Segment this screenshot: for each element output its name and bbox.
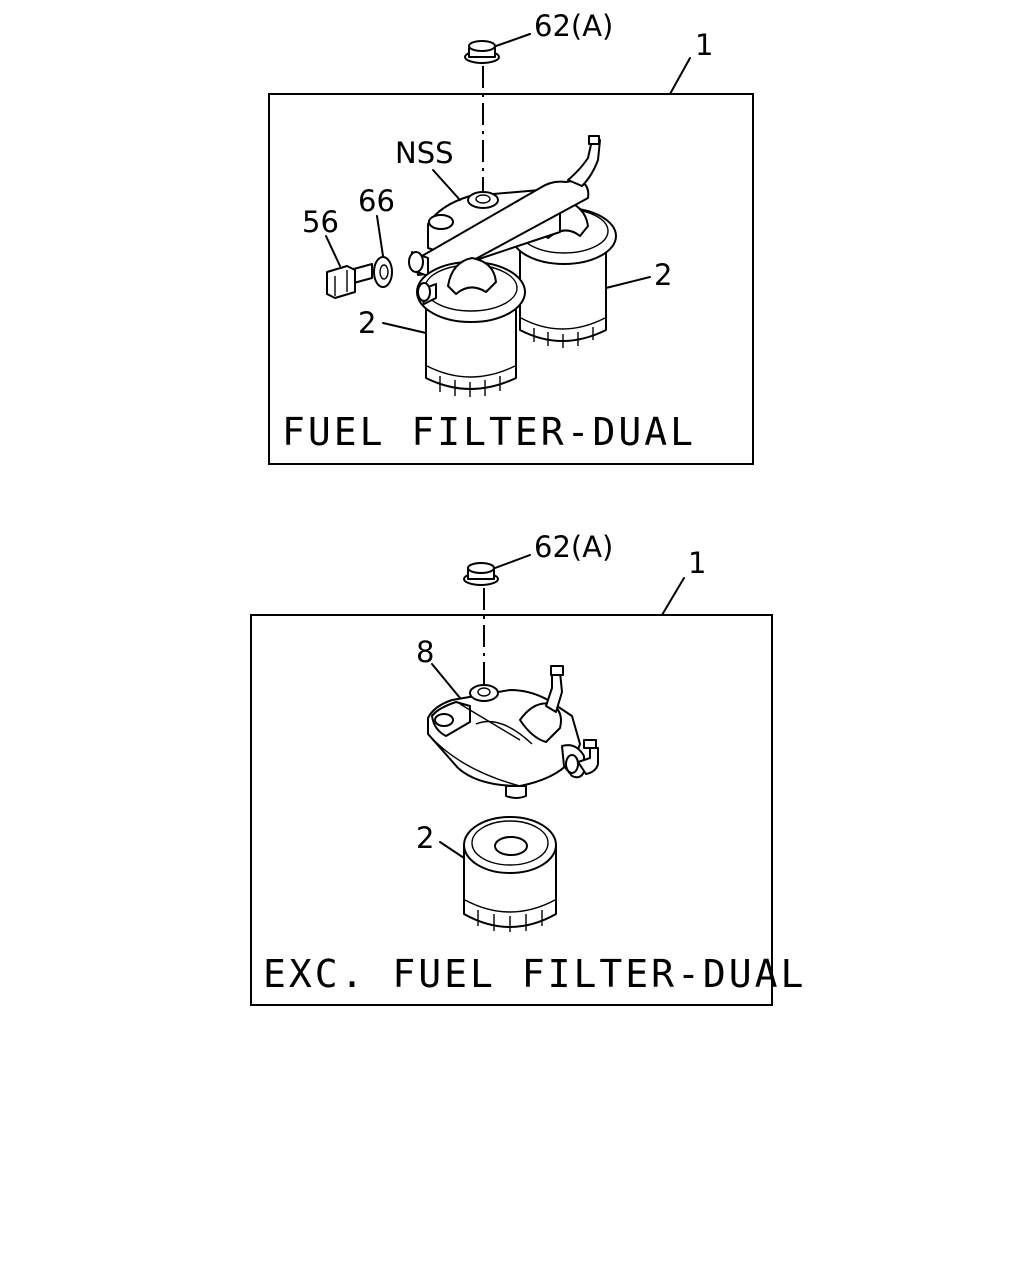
filter-head [427,665,599,799]
leader-nut [495,33,531,47]
callout-bolt: 56 [302,205,339,239]
filter-element [463,816,557,932]
flange-nut [464,40,500,64]
callout-nut: 62(A) [534,9,613,43]
panel-frame [250,614,773,1006]
panel-frame [268,93,754,465]
bolt [326,263,373,299]
callout-head: 8 [416,635,434,669]
panel-title: EXC. FUEL FILTER-DUAL [263,952,806,996]
leader-head [432,169,461,201]
callout-assembly: 1 [695,28,713,62]
callout-assembly: 1 [688,546,706,580]
panel-title: FUEL FILTER-DUAL [282,410,696,454]
panel-fuel-filter-dual: 1 62(A) 2 [268,9,754,465]
callout-head: NSS [395,136,454,170]
leader-element-right [605,276,651,289]
leader-element-left [382,322,427,334]
callout-element-left: 2 [358,306,376,340]
filter-head [408,135,601,277]
callout-element-right: 2 [654,258,672,292]
callout-element: 2 [416,821,434,855]
callout-nut: 62(A) [534,530,613,564]
callout-washer: 66 [358,184,395,218]
filter-element-left [416,257,526,397]
filter-element-right [511,199,617,348]
leader-nut [494,554,531,569]
panel-exc-fuel-filter-dual: 1 62(A) 8 [250,530,806,1006]
leader-head [431,663,461,699]
leader-bolt [325,235,341,267]
washer [373,256,393,288]
flange-nut [463,562,499,586]
leader-element [439,841,465,859]
leader-assembly [661,577,685,616]
leader-washer [376,215,384,257]
leader-assembly [669,57,691,95]
